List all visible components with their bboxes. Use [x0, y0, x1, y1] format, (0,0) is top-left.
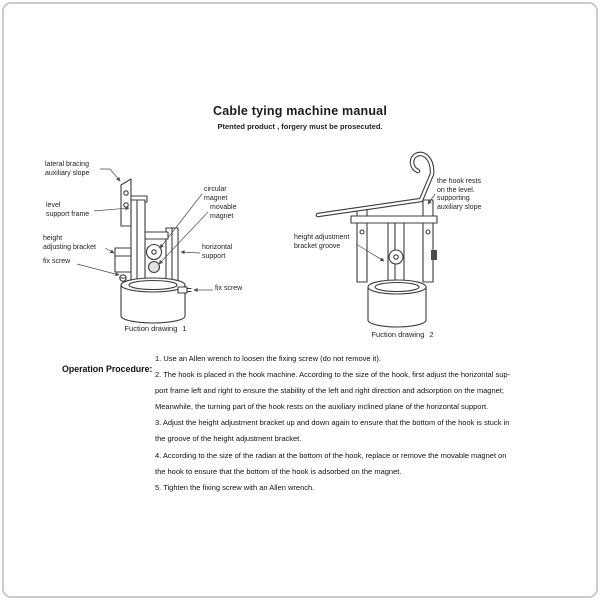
label-horizontal-support: horizontal support [202, 244, 233, 260]
label-height-adjusting-bracket: height adjusting bracket [43, 235, 96, 251]
movable-magnet-part [147, 260, 161, 274]
procedure-step-4: 4. According to the size of the radian a… [155, 450, 507, 476]
procedure-step-3: 3. Adjust the height adjustment bracket … [155, 418, 510, 444]
procedure-heading: Operation Procedure: [62, 364, 153, 374]
level-support-frame-part [128, 195, 148, 287]
drawing1-caption-number: 1 [182, 324, 187, 333]
drawing2-leader-lines [355, 193, 436, 262]
drawing1-caption: Fuction drawing 1 [83, 324, 228, 333]
drawing1-leader-lines [76, 168, 213, 293]
procedure-step-2: 2. The hook is placed in the hook machin… [155, 370, 511, 412]
page-title: Cable tying machine manual [213, 104, 387, 118]
label-height-adjustment-bracket-groove: height adjustment bracket groove [294, 234, 350, 250]
hook-part [315, 151, 435, 218]
machine-1-base [120, 277, 186, 324]
drawing2-caption-text: Fuction drawing [371, 330, 425, 339]
label-circular-magnet: circular magnet [204, 186, 228, 202]
machine-2-art [350, 199, 438, 328]
drawing1-caption-text: Fuction drawing [124, 324, 178, 333]
lateral-bracing-part [120, 178, 132, 227]
label-hook-rests-auxiliary-slope: the hook rests on the level. supporting … [437, 178, 482, 211]
label-movable-magnet: movable magnet [210, 204, 237, 220]
circular-magnet-part [145, 243, 163, 261]
machine-2-base [367, 279, 427, 328]
drawing2-caption-number: 2 [429, 330, 434, 339]
machine-1-art [114, 178, 192, 324]
machine-2-magnet [388, 249, 404, 265]
drawing2-caption: Fuction drawing 2 [330, 330, 475, 339]
procedure-steps: 1. Use an Allen wrench to loosen the fix… [155, 351, 589, 496]
function-drawing-1: lateral bracing auxiliary slope level su… [38, 148, 276, 348]
drawing2-svg [315, 151, 438, 328]
label-fix-screw-left: fix screw [43, 258, 71, 265]
label-lateral-bracing-auxiliary-slope: lateral bracing auxiliary slope [45, 161, 90, 177]
procedure-step-1: 1. Use an Allen wrench to loosen the fix… [155, 354, 381, 363]
procedure-step-5: 5. Tighten the fixing screw with an Alle… [155, 482, 315, 492]
machine-2-knob [431, 250, 437, 260]
magnets-part [145, 243, 163, 274]
fix-screw-right-part [177, 286, 192, 294]
label-fix-screw-right: fix screw [215, 285, 243, 292]
page-subtitle: Ptented product , forgery must be prosec… [217, 122, 383, 131]
drawing1-svg [76, 168, 213, 324]
label-level-support-frame: level support frame [46, 202, 90, 218]
height-adjusting-bracket-part [114, 247, 132, 282]
function-drawing-2: the hook rests on the level. supporting … [285, 142, 517, 350]
